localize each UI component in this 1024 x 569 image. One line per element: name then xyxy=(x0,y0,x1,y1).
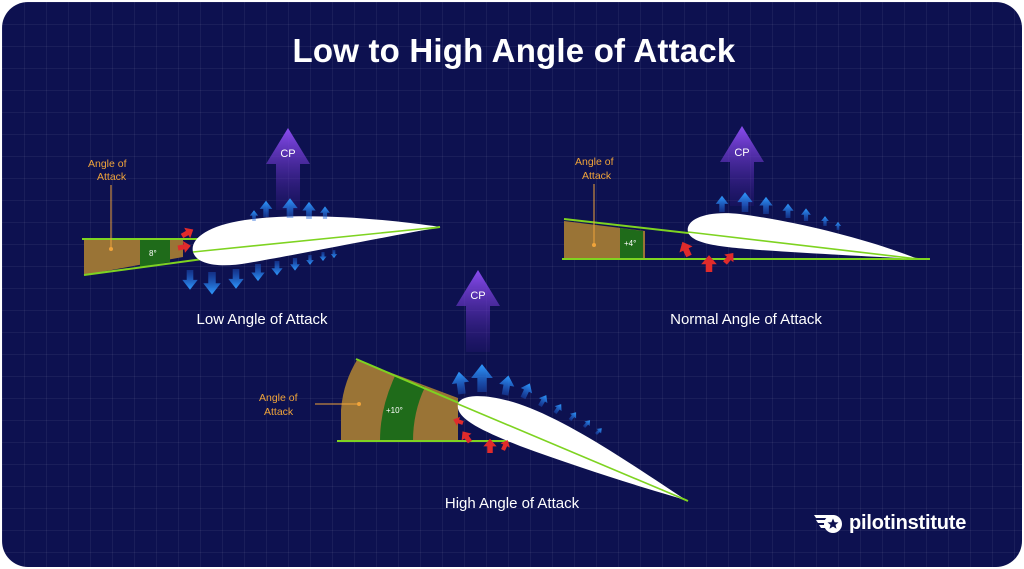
low-aoa-label-line1: Angle of xyxy=(88,158,127,170)
high-aoa-label-line1: Angle of xyxy=(259,392,298,404)
low-airfoil xyxy=(192,216,440,266)
normal-aoa-label-line1: Angle of xyxy=(575,156,614,168)
low-caption: Low Angle of Attack xyxy=(197,311,328,328)
low-aoa-panel: 8° Angle of Attack CP xyxy=(82,128,441,328)
normal-degree-label: +4° xyxy=(624,239,636,248)
high-degree-label: +10° xyxy=(386,406,403,415)
low-cp-arrow: CP xyxy=(266,128,310,210)
high-aoa-panel: +10° Angle of Attack CP High xyxy=(259,270,689,512)
high-aoa-label-line2: Attack xyxy=(264,406,294,418)
normal-caption: Normal Angle of Attack xyxy=(670,311,822,328)
brand-name: pilotinstitute xyxy=(849,511,967,534)
high-caption: High Angle of Attack xyxy=(445,495,580,512)
normal-cp-arrow: CP xyxy=(720,126,764,206)
high-cp-label: CP xyxy=(470,290,485,302)
high-airfoil xyxy=(457,396,686,500)
low-cp-label: CP xyxy=(280,148,295,160)
brand-logo: pilotinstitute xyxy=(812,509,966,537)
page-title: Low to High Angle of Attack xyxy=(292,32,736,69)
normal-airfoil xyxy=(687,213,918,259)
low-aoa-label-line2: Attack xyxy=(97,171,127,183)
normal-cp-label: CP xyxy=(734,147,749,159)
normal-aoa-panel: +4° Angle of Attack CP Normal Angle of A… xyxy=(562,126,930,328)
winged-star-icon xyxy=(814,515,842,533)
high-cp-arrow: CP xyxy=(456,270,500,352)
low-degree-label: 8° xyxy=(149,249,157,258)
normal-aoa-label-line2: Attack xyxy=(582,170,612,182)
